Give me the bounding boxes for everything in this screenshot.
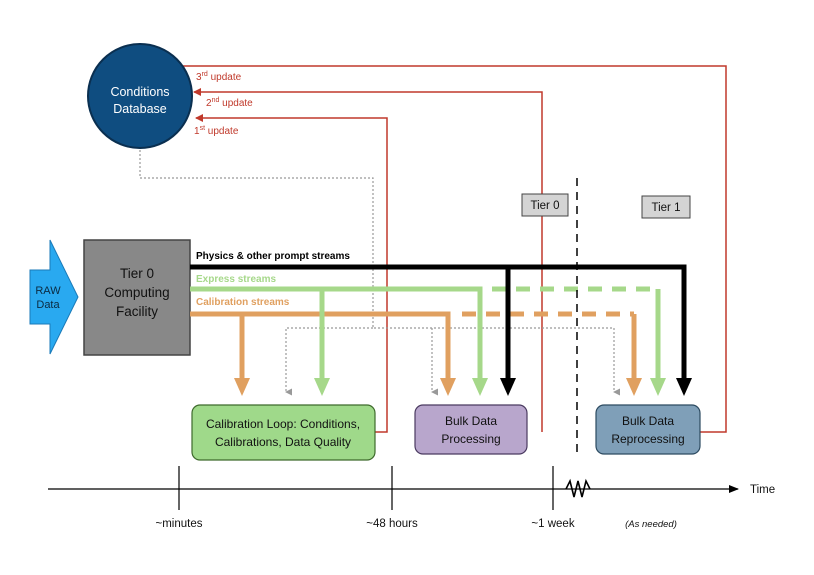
conditions-feed-lines <box>139 150 620 396</box>
physics-arrowheads <box>500 378 692 396</box>
timeline-break-zigzag <box>565 478 591 498</box>
tier1-label-box <box>641 195 691 219</box>
calibration-streams <box>190 311 637 378</box>
tick-label-48h: ~48 hours <box>366 518 418 530</box>
time-axis-label: Time <box>750 484 775 496</box>
timeline <box>48 466 739 510</box>
tick-label-minutes: ~minutes <box>156 518 203 530</box>
physics-streams <box>190 264 687 378</box>
tick-label-week: ~1 week <box>531 518 574 530</box>
physics-stream-main <box>190 264 687 378</box>
first-update-label: 1st update <box>194 125 239 137</box>
first-update-line <box>195 114 388 433</box>
conditions-db-line2: Database <box>113 102 167 116</box>
exp-arrow-reproc <box>650 378 666 396</box>
conditions-feed-cal <box>285 327 373 396</box>
bulk-reprocessing-line2: Reprocessing <box>611 432 684 446</box>
calibration-loop-line1: Calibration Loop: Conditions, <box>206 417 360 431</box>
third-update-label: 3rd update <box>196 71 242 83</box>
tier0-label: Tier 0 <box>531 200 560 212</box>
exp-arrow-bulk <box>472 378 488 396</box>
third-update-line <box>171 62 727 433</box>
calibration-loop-box <box>191 404 376 461</box>
bulk-processing-line2: Processing <box>441 432 500 446</box>
exp-arrow-loop <box>314 378 330 396</box>
raw-data-line1: RAW <box>35 285 61 297</box>
tier0-computing-facility <box>83 239 191 356</box>
calibration-arrowheads <box>234 378 642 396</box>
bulk-processing-line1: Bulk Data <box>445 414 497 428</box>
cal-arrow-loop <box>234 378 250 396</box>
phys-arrow-bulk <box>500 378 516 396</box>
tier1-label: Tier 1 <box>652 202 681 214</box>
second-update-label: 2nd update <box>206 97 253 109</box>
express-stream-main <box>190 286 483 378</box>
cal-arrow-reproc <box>626 378 642 396</box>
tier0-facility-line2: Computing <box>104 285 169 300</box>
cal-arrow-bulk <box>440 378 456 396</box>
conditions-database <box>87 43 193 149</box>
tier0-facility-line3: Facility <box>116 304 158 319</box>
second-update-line <box>193 88 543 432</box>
tier0-label-box <box>521 193 569 217</box>
calibration-loop-line2: Calibrations, Data Quality <box>215 435 351 449</box>
conditions-feed-main <box>139 150 614 329</box>
as-needed-label: (As needed) <box>625 519 677 530</box>
physics-streams-label: Physics & other prompt streams <box>196 251 350 262</box>
conditions-db-line1: Conditions <box>110 85 169 99</box>
calibration-streams-label: Calibration streams <box>196 297 290 308</box>
phys-arrow-reproc <box>676 378 692 396</box>
express-arrowheads <box>314 378 666 396</box>
bulk-reprocessing-box <box>595 404 701 455</box>
calibration-stream-main <box>190 311 451 378</box>
update-lines <box>171 62 727 433</box>
raw-data-arrow <box>29 239 79 355</box>
raw-data-line2: Data <box>36 299 60 311</box>
bulk-processing-box <box>414 404 528 455</box>
express-streams <box>190 286 661 378</box>
bulk-reprocessing-line1: Bulk Data <box>622 414 674 428</box>
tier0-facility-line1: Tier 0 <box>120 266 154 281</box>
express-streams-label: Express streams <box>196 274 276 285</box>
